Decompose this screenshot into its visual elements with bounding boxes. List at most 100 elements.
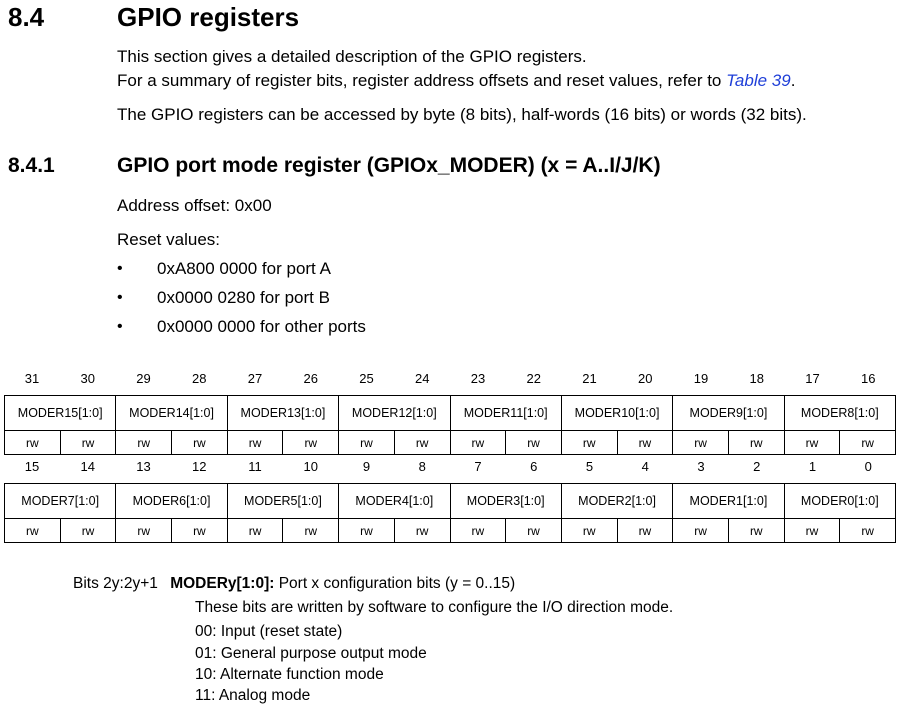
access-type: rw	[783, 518, 841, 543]
access-type: rw	[672, 430, 729, 455]
lower-field-row: MODER7[1:0]MODER6[1:0]MODER5[1:0]MODER4[…	[3, 483, 897, 519]
bit-number: 14	[80, 459, 95, 474]
register-field: MODER1[1:0]	[672, 483, 785, 519]
table-39-link[interactable]: Table 39	[726, 71, 791, 90]
bit-number: 4	[641, 459, 649, 474]
access-type: rw	[560, 430, 618, 455]
bit-number: 25	[359, 371, 374, 386]
access-type: rw	[226, 430, 284, 455]
register-field: MODER12[1:0]	[338, 395, 451, 431]
reset-values-label: Reset values:	[117, 230, 220, 249]
upper-field-row: MODER15[1:0]MODER14[1:0]MODER13[1:0]MODE…	[3, 395, 897, 431]
bit-number: 19	[693, 371, 709, 386]
register-field: MODER4[1:0]	[338, 483, 451, 519]
bit-number: 2	[753, 459, 761, 474]
bit-number: 16	[861, 371, 876, 386]
access-type: rw	[449, 430, 507, 455]
reset-value-port-a: 0xA800 0000 for port A	[157, 259, 331, 278]
bit-number: 30	[80, 371, 95, 386]
bit-number: 12	[192, 459, 207, 474]
register-field: MODER10[1:0]	[560, 395, 674, 431]
access-type: rw	[393, 430, 451, 455]
reset-value-port-b: 0x0000 0280 for port B	[157, 288, 330, 307]
access-type: rw	[783, 430, 841, 455]
address-offset: Address offset: 0x00	[117, 196, 272, 215]
bullet-icon: •	[117, 260, 123, 277]
register-field: MODER15[1:0]	[3, 395, 117, 431]
bullet-icon: •	[117, 289, 123, 306]
bit-number: 26	[303, 371, 318, 386]
section-number: 8.4	[8, 2, 45, 32]
desc-line-2: 01: General purpose output mode	[195, 645, 427, 662]
access-type: rw	[338, 518, 395, 543]
access-type: rw	[171, 430, 228, 455]
bit-number: 23	[470, 371, 486, 386]
access-type: rw	[505, 430, 562, 455]
intro-line-3: The GPIO registers can be accessed by by…	[117, 105, 807, 124]
desc-line-0: These bits are written by software to co…	[195, 599, 674, 616]
bit-number: 28	[192, 371, 207, 386]
bit-number: 9	[362, 459, 371, 474]
field-name: MODERy[1:0]:	[170, 575, 275, 592]
bit-number: 31	[24, 371, 40, 386]
access-type: rw	[59, 430, 117, 455]
bit-number: 22	[526, 371, 541, 386]
intro-line-2-suffix: .	[790, 71, 796, 90]
register-field: MODER2[1:0]	[560, 483, 674, 519]
register-field: MODER8[1:0]	[783, 395, 897, 431]
access-type: rw	[393, 518, 451, 543]
intro-line-1: This section gives a detailed descriptio…	[117, 47, 587, 66]
bit-description-header: Bits 2y:2y+1 MODERy[1:0]: Port x configu…	[73, 575, 515, 593]
bit-number: 15	[24, 459, 40, 474]
register-field: MODER7[1:0]	[3, 483, 117, 519]
intro-line-2-prefix: For a summary of register bits, register…	[117, 71, 727, 90]
register-field: MODER0[1:0]	[783, 483, 897, 519]
bit-number: 5	[585, 459, 594, 474]
bit-number: 1	[808, 459, 817, 474]
bit-number: 8	[418, 459, 426, 474]
register-lower-table: MODER7[1:0]MODER6[1:0]MODER5[1:0]MODER4[…	[3, 483, 897, 543]
access-type: rw	[226, 518, 284, 543]
register-field: MODER11[1:0]	[449, 395, 562, 431]
bit-number: 13	[136, 459, 151, 474]
access-type: rw	[115, 430, 173, 455]
access-type: rw	[560, 518, 618, 543]
register-field: MODER13[1:0]	[226, 395, 340, 431]
access-type: rw	[449, 518, 507, 543]
desc-line-3: 10: Alternate function mode	[195, 666, 384, 683]
register-field: MODER9[1:0]	[672, 395, 785, 431]
bit-number: 11	[248, 459, 262, 474]
bullet-icon: •	[117, 318, 123, 335]
bit-number: 18	[749, 371, 764, 386]
access-type: rw	[59, 518, 117, 543]
bit-number: 6	[530, 459, 538, 474]
reset-value-other: 0x0000 0000 for other ports	[157, 317, 366, 336]
intro-line-2: For a summary of register bits, register…	[117, 71, 795, 91]
desc-line-4: 11: Analog mode	[195, 687, 311, 704]
bit-number: 24	[415, 371, 430, 386]
access-type: rw	[505, 518, 562, 543]
bit-number: 29	[136, 371, 151, 386]
access-type: rw	[727, 430, 785, 455]
bit-number: 20	[638, 371, 653, 386]
access-type: rw	[282, 518, 340, 543]
bit-number: 21	[582, 371, 597, 386]
subsection-title: GPIO port mode register (GPIOx_MODER) (x…	[117, 154, 661, 177]
access-type: rw	[672, 518, 729, 543]
field-description: Port x configuration bits (y = 0..15)	[274, 575, 516, 592]
bit-number: 17	[805, 371, 820, 386]
subsection-number: 8.4.1	[8, 154, 55, 177]
desc-line-1: 00: Input (reset state)	[195, 623, 343, 640]
bit-number: 3	[697, 459, 705, 474]
register-field: MODER5[1:0]	[226, 483, 340, 519]
access-type: rw	[616, 430, 674, 455]
bit-range: Bits 2y:2y+1	[73, 575, 158, 592]
access-type: rw	[171, 518, 228, 543]
access-type: rw	[4, 430, 61, 455]
bit-number: 7	[474, 459, 482, 474]
access-type: rw	[839, 518, 896, 543]
register-field: MODER6[1:0]	[115, 483, 228, 519]
access-type: rw	[115, 518, 173, 543]
